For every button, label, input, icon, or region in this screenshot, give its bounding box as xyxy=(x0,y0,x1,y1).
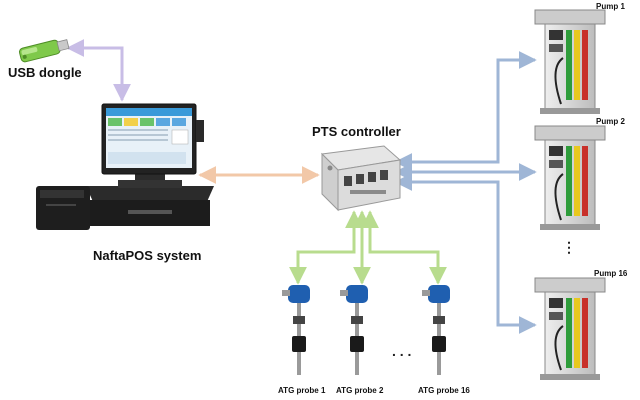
pump-vertical-ellipsis: ⋮ xyxy=(562,239,576,255)
pump-2-icon xyxy=(534,125,606,230)
atg-probe-2-icon xyxy=(340,285,368,375)
pump16-link-arrow xyxy=(394,173,537,334)
pts-controller-icon xyxy=(320,145,402,212)
atg-probe-16-label: ATG probe 16 xyxy=(418,386,470,395)
atg-probe-1-label: ATG probe 1 xyxy=(278,386,326,395)
pts-controller-label: PTS controller xyxy=(312,124,401,139)
pump-16-icon xyxy=(534,277,606,380)
atg-probe-2-label: ATG probe 2 xyxy=(336,386,384,395)
connections xyxy=(66,39,537,334)
usb-dongle-label: USB dongle xyxy=(8,65,82,80)
usb-dongle-icon xyxy=(19,39,70,63)
pump1-link-arrow xyxy=(394,51,537,171)
usb-link-arrow xyxy=(66,39,131,102)
probe1-link-arrow xyxy=(289,210,363,285)
probe-horizontal-ellipsis: . . . xyxy=(392,343,411,359)
pump-2-label: Pump 2 xyxy=(596,117,625,126)
atg-probe-16-icon xyxy=(422,285,450,375)
pump-1-label: Pump 1 xyxy=(596,2,625,11)
pump-16-label: Pump 16 xyxy=(594,269,628,278)
probe16-link-arrow xyxy=(361,210,447,285)
pos-system-icon xyxy=(36,103,214,230)
naftapos-label: NaftaPOS system xyxy=(93,248,201,263)
atg-probe-1-icon xyxy=(282,285,310,375)
pump-1-icon xyxy=(534,9,606,114)
